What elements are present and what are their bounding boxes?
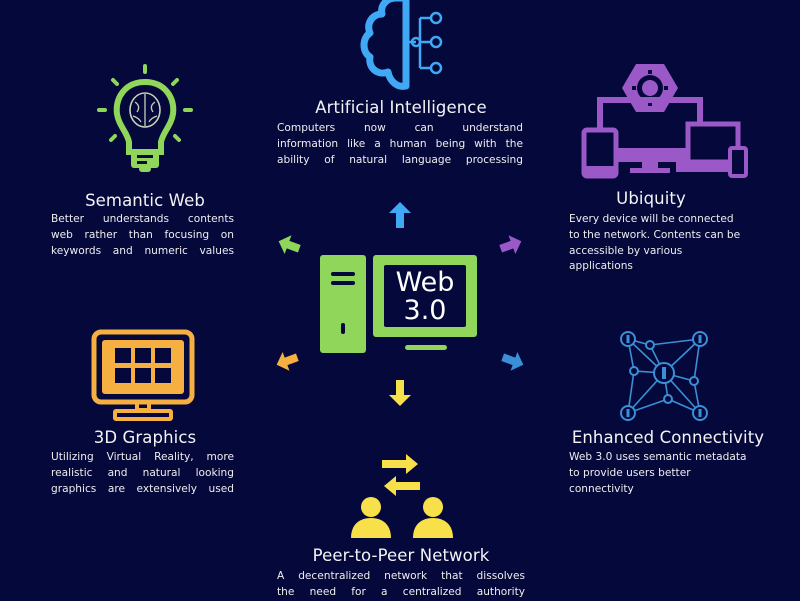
web3-label-line1: Web (395, 267, 455, 298)
cloud-brain-circuit-icon (358, 0, 448, 92)
arrow-down-icon (389, 380, 411, 406)
monitor-screen: Web 3.0 (373, 255, 477, 337)
web3-center: Web 3.0 (320, 253, 480, 357)
semantic-web-description: Better understands contents web rather t… (51, 213, 234, 257)
arrow-down-right-icon (498, 350, 528, 372)
semantic-web-title: Semantic Web (85, 191, 205, 210)
ubiquity-title: Ubiquity (616, 189, 686, 208)
peer-exchange-icon (346, 444, 456, 540)
web3-label-line2: 3.0 (403, 295, 447, 326)
ai-description: Computers now can understand information… (277, 122, 523, 166)
devices-gear-icon (580, 64, 750, 184)
arrow-down-left-icon (272, 350, 302, 372)
enhanced-connectivity-title: Enhanced Connectivity (571, 428, 765, 447)
feature-3d-graphics: 3D Graphics Utilizing Virtual Reality, m… (45, 325, 245, 505)
ubiquity-description: Every device will be connected to the ne… (569, 213, 741, 273)
3d-graphics-description: Utilizing Virtual Reality, more realisti… (51, 451, 234, 495)
ai-title: Artificial Intelligence (315, 98, 487, 117)
feature-peer-to-peer: Peer-to-Peer Network A decentralized net… (270, 440, 532, 600)
3d-graphics-title: 3D Graphics (93, 428, 197, 447)
peer-to-peer-description: A decentralized network that dissolves t… (277, 570, 525, 598)
computer-tower-icon (320, 255, 366, 353)
arrow-up-left-icon (274, 234, 304, 256)
feature-ai: Artificial Intelligence Computers now ca… (270, 0, 532, 170)
monitor-stand (405, 345, 447, 350)
network-nodes-icon (618, 331, 710, 421)
feature-ubiquity: Ubiquity Every device will be connected … (560, 60, 780, 280)
arrow-up-icon (389, 202, 411, 228)
peer-to-peer-title: Peer-to-Peer Network (312, 546, 490, 565)
feature-semantic-web: Semantic Web Better understands contents… (45, 60, 245, 260)
lightbulb-brain-icon (89, 60, 195, 180)
feature-enhanced-connectivity: Enhanced Connectivity Web 3.0 uses seman… (560, 325, 790, 505)
monitor-grid-icon (91, 329, 195, 421)
enhanced-connectivity-description: Web 3.0 uses semantic metadata to provid… (569, 451, 747, 495)
arrow-up-right-icon (496, 234, 526, 256)
